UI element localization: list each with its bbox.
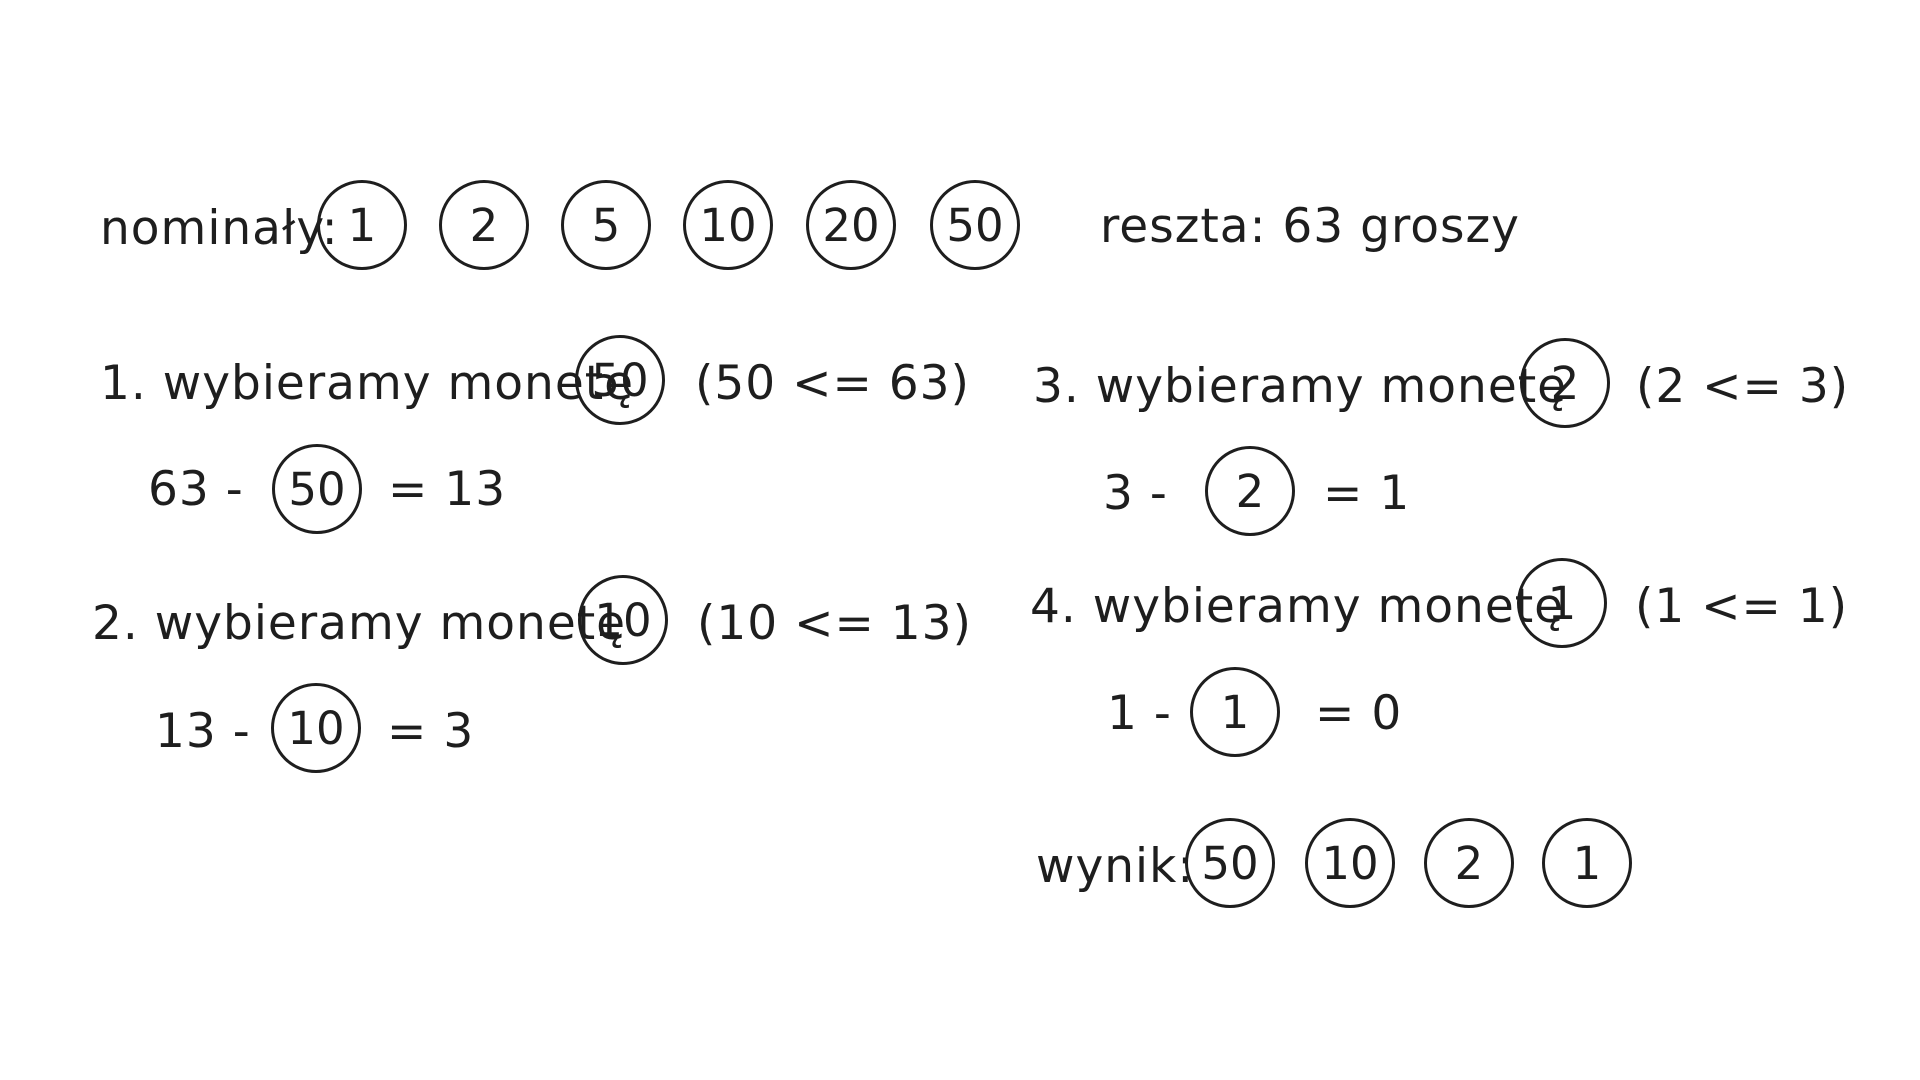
step-3-equation-right: = 1 [1323,466,1411,521]
step-4-equation-right: = 0 [1315,686,1403,741]
result-coin-1: 1 [1542,818,1632,908]
result-coin-2: 2 [1424,818,1514,908]
denomination-coin-20: 20 [806,180,896,270]
step-2-title: 2. wybieramy monetę [92,596,627,651]
denomination-coin-10: 10 [683,180,773,270]
denominations-label: nominały: [100,201,339,256]
step-2-equation-left: 13 - [155,704,251,759]
result-label: wynik: [1036,839,1195,894]
step-1-equation-right: = 13 [388,462,507,517]
step-4-equation-coin: 1 [1190,667,1280,757]
denomination-coin-50: 50 [930,180,1020,270]
denomination-coin-5: 5 [561,180,651,270]
step-4-title: 4. wybieramy monetę [1030,579,1565,634]
step-4-coin: 1 [1517,558,1607,648]
step-1-title: 1. wybieramy monetę [100,356,635,411]
step-1-equation-coin: 50 [272,444,362,534]
step-3-condition: (2 <= 3) [1636,359,1850,414]
denomination-coin-1: 1 [317,180,407,270]
step-3-title: 3. wybieramy monetę [1033,359,1568,414]
denomination-coin-2: 2 [439,180,529,270]
step-4-condition: (1 <= 1) [1635,579,1849,634]
step-1-coin: 50 [575,335,665,425]
step-2-equation-coin: 10 [271,683,361,773]
step-2-equation-right: = 3 [387,704,475,759]
step-3-coin: 2 [1520,338,1610,428]
step-3-equation-coin: 2 [1205,446,1295,536]
step-1-equation-left: 63 - [148,462,244,517]
change-amount-text: reszta: 63 groszy [1100,199,1520,254]
step-3-equation-left: 3 - [1103,466,1168,521]
result-coin-10: 10 [1305,818,1395,908]
step-2-coin: 10 [578,575,668,665]
step-2-condition: (10 <= 13) [697,596,972,651]
step-4-equation-left: 1 - [1107,686,1172,741]
step-1-condition: (50 <= 63) [695,356,970,411]
result-coin-50: 50 [1185,818,1275,908]
